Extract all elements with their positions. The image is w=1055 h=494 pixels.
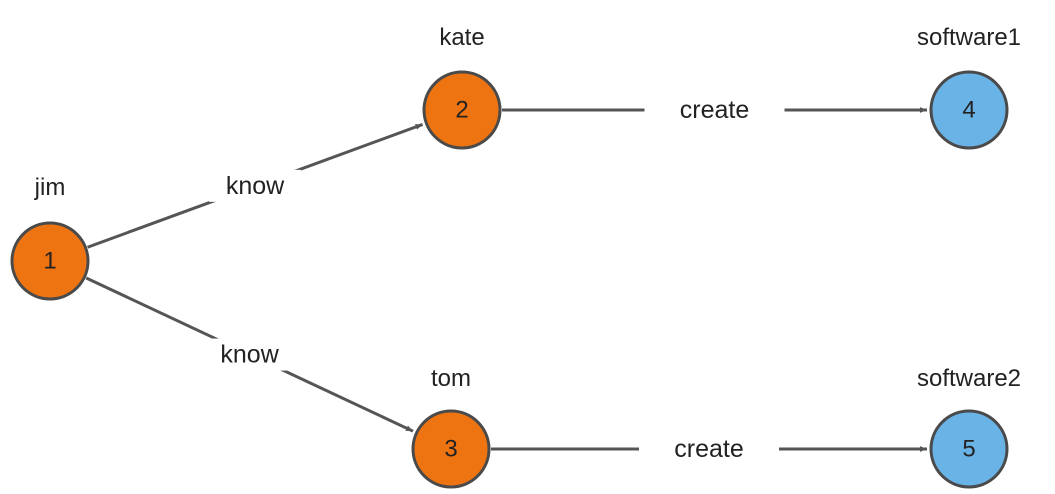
node-id-label: 4 [962, 97, 975, 124]
edge-label-background [644, 94, 785, 126]
edge-1-2: know [87, 123, 424, 249]
edge-label: create [680, 96, 749, 124]
node-circle[interactable] [929, 409, 1009, 489]
node-id-label: 3 [444, 436, 457, 463]
edge-3-5: create [491, 433, 927, 465]
node-circle[interactable] [929, 70, 1009, 150]
edge-label-background [203, 338, 296, 371]
node-id-label: 2 [455, 97, 468, 124]
node-name-label: kate [439, 24, 484, 51]
nodes-layer: jim 1 kate 2 tom 3 software1 4 software2 5 [10, 24, 1021, 489]
edge-label: know [220, 341, 279, 369]
node-circle[interactable] [10, 221, 90, 301]
node-4[interactable]: software1 4 [917, 24, 1021, 150]
edge-1-3: know [85, 276, 414, 433]
node-circle[interactable] [422, 70, 502, 150]
edge-label: create [674, 435, 743, 463]
node-name-label: software2 [917, 365, 1021, 392]
node-name-label: software1 [917, 24, 1021, 51]
edge-label-background [639, 433, 779, 465]
node-name-label: jim [34, 174, 66, 201]
edge-label: know [226, 172, 285, 200]
node-2[interactable]: kate 2 [422, 24, 502, 150]
node-3[interactable]: tom 3 [411, 365, 491, 489]
edge-2-4: create [502, 94, 927, 126]
node-id-label: 1 [43, 248, 56, 275]
node-name-label: tom [431, 365, 471, 392]
node-id-label: 5 [962, 436, 975, 463]
edge-label-background [209, 169, 302, 202]
node-1[interactable]: jim 1 [10, 174, 90, 301]
edges-layer: know know create create [85, 94, 927, 465]
node-5[interactable]: software2 5 [917, 365, 1021, 489]
node-circle[interactable] [411, 409, 491, 489]
